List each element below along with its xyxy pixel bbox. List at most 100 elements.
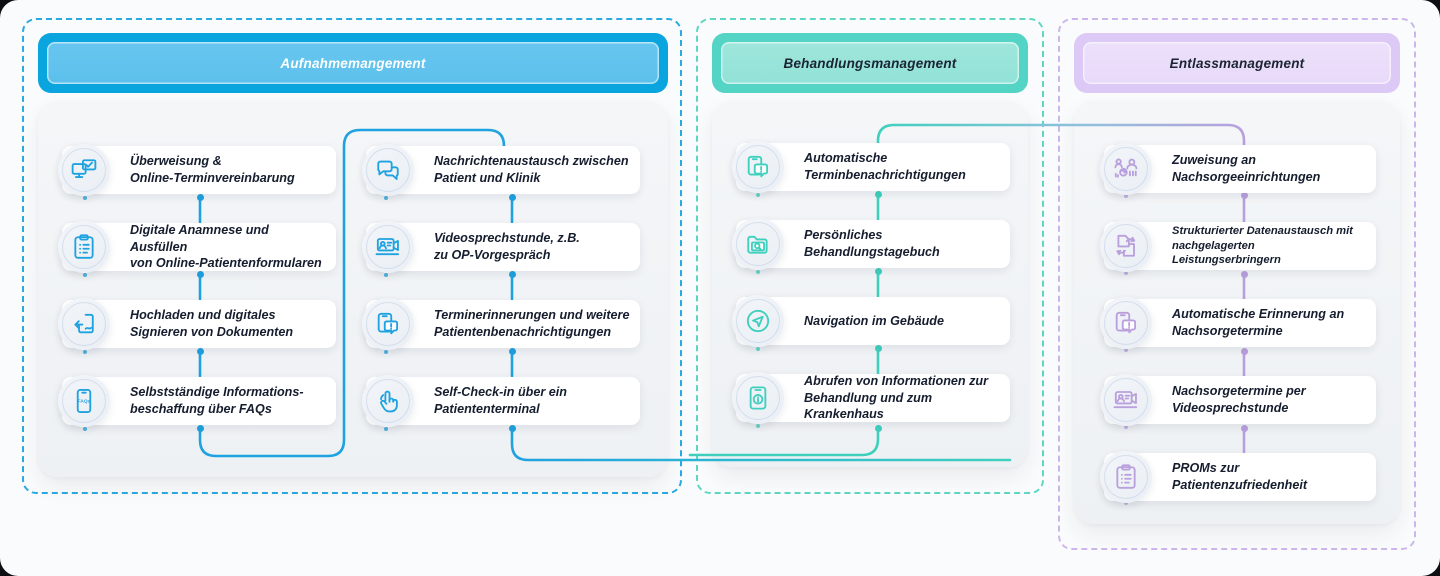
phase-title-behandlung: Behandlungsmanagement [783, 55, 957, 71]
item-label-line: Automatische Erinnerung an [1172, 307, 1345, 322]
phase-frame-entlass [1058, 18, 1416, 550]
item-label: Navigation im Gebäude [736, 313, 954, 330]
item-label-line: Signieren von Dokumenten [130, 325, 294, 339]
item-label-line: Patientenzufriedenheit [1172, 478, 1308, 492]
clipboard-check-icon [1100, 451, 1152, 503]
phone-info-icon [732, 372, 784, 424]
item-label-line: Nachsorgetermine per [1172, 384, 1306, 399]
medallion-foot-dot [1124, 194, 1128, 198]
phase-header-entlass[interactable]: Entlassmanagement [1074, 33, 1400, 93]
document-exchange-icon [1100, 220, 1152, 272]
connector-node [1240, 191, 1248, 199]
touch-finger-icon [362, 375, 414, 427]
item-label: Zuweisung an Nachsorgeeinrichtungen [1104, 152, 1330, 185]
phone-alert-icon [362, 298, 414, 350]
item-label-line: Videosprechstunde [1172, 401, 1289, 415]
phase-title-entlass: Entlassmanagement [1169, 55, 1305, 71]
item-card[interactable]: Navigation im Gebäude [736, 297, 1010, 345]
connector-node [508, 193, 516, 201]
item-label-line: Strukturierter Datenaustausch mit [1172, 224, 1353, 237]
medallion-foot-dot [1124, 501, 1128, 505]
monitor-check-icon [58, 144, 110, 196]
connector-node [874, 190, 882, 198]
connector-node [196, 193, 204, 201]
item-label-line: Behandlungstagebuch [804, 245, 940, 259]
people-transfer-icon [1100, 143, 1152, 195]
medallion-foot-dot [1124, 425, 1128, 429]
medallion-foot-dot [384, 273, 388, 277]
phase-header-aufnahme[interactable]: Aufnahmemangement [38, 33, 668, 93]
item-card[interactable]: Zuweisung an Nachsorgeeinrichtungen [1104, 145, 1376, 193]
item-label-line: Persönliches [804, 228, 883, 243]
item-label-line: Digitale Anamnese und Ausfüllen [130, 222, 269, 254]
item-label: Überweisung & Online-Terminvereinbarung [62, 153, 305, 186]
connector-node [196, 424, 204, 432]
item-label: Selbstständige Informations-beschaffung … [62, 384, 314, 417]
connector-node [508, 270, 516, 278]
item-label-line: beschaffung über FAQs [130, 402, 272, 416]
upload-document-icon [58, 298, 110, 350]
phase-title-aufnahme: Aufnahmemangement [280, 55, 426, 71]
phone-alert-icon [732, 141, 784, 193]
item-label-line: Hochladen und digitales [130, 308, 276, 323]
phase-frame-behandlung [696, 18, 1044, 494]
item-label: Videosprechstunde, z.B. zu OP-Vorgespräch [366, 230, 590, 263]
item-label-line: Patiententerminal [434, 402, 540, 416]
item-label-line: Behandlung und zum Krankenhaus [804, 390, 933, 422]
connector-node [874, 424, 882, 432]
item-label-line: Nachsorgeeinrichtungen [1172, 170, 1321, 184]
connector-node [508, 424, 516, 432]
item-label-line: Videosprechstunde, z.B. [434, 231, 580, 246]
medallion-foot-dot [756, 193, 760, 197]
medallion-foot-dot [83, 196, 87, 200]
item-label-line: Nachrichtenaustausch zwischen [434, 154, 629, 169]
medallion-foot-dot [384, 196, 388, 200]
connector-node [196, 347, 204, 355]
connector-node [1240, 347, 1248, 355]
connector-node [508, 347, 516, 355]
item-label-line: Selbstständige Informations- [130, 385, 304, 400]
item-label-line: Terminerinnerungen und weitere [434, 308, 630, 323]
connector-node [1240, 270, 1248, 278]
medallion-foot-dot [83, 350, 87, 354]
navigation-arrow-icon [732, 295, 784, 347]
connector-node [1240, 424, 1248, 432]
connector-node [196, 270, 204, 278]
phase-header-inner-aufnahme: Aufnahmemangement [47, 42, 659, 84]
item-label-line: Patient und Klinik [434, 171, 541, 185]
connector-node [874, 267, 882, 275]
item-label-line: Online-Terminvereinbarung [130, 171, 295, 185]
chat-bubbles-icon [362, 144, 414, 196]
item-label-line: Navigation im Gebäude [804, 313, 944, 328]
phase-frame-aufnahme [22, 18, 682, 494]
medallion-foot-dot [1124, 271, 1128, 275]
item-label-line: Überweisung & [130, 154, 222, 169]
item-label-line: Zuweisung an [1172, 153, 1256, 168]
medallion-foot-dot [83, 273, 87, 277]
connector-node [874, 344, 882, 352]
item-label-line: von Online-Patientenformularen [130, 256, 322, 271]
phase-header-behandlung[interactable]: Behandlungsmanagement [712, 33, 1028, 93]
folder-search-icon [732, 218, 784, 270]
smartphone-faq-icon: FAQs [58, 375, 110, 427]
clipboard-list-icon [58, 221, 110, 273]
medallion-foot-dot [1124, 348, 1128, 352]
svg-text:FAQs: FAQs [78, 399, 91, 405]
item-label-line: Terminbenachrichtigungen [804, 168, 966, 182]
medallion-foot-dot [83, 427, 87, 431]
phase-header-inner-entlass: Entlassmanagement [1083, 42, 1391, 84]
item-label: Digitale Anamnese und Ausfüllen von Onlin… [62, 222, 336, 272]
item-label-line: PROMs zur [1172, 461, 1240, 476]
item-label-line: zu OP-Vorgespräch [434, 248, 551, 262]
